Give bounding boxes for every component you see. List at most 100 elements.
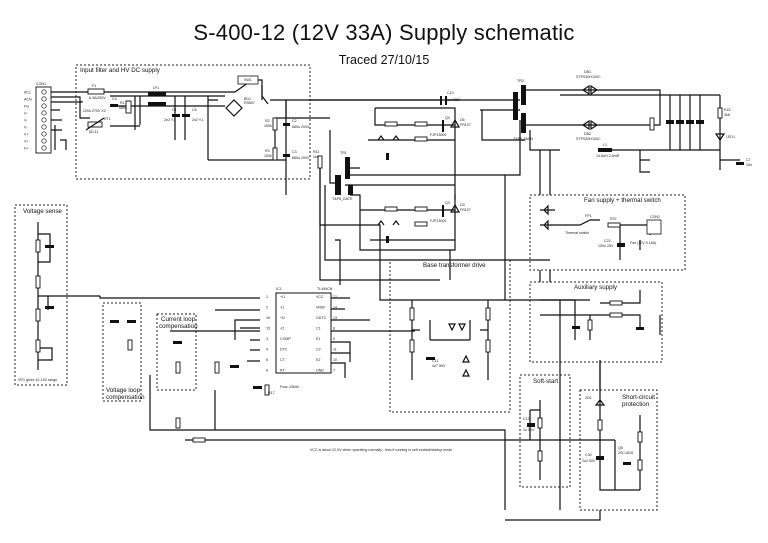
svg-text:RT1: RT1 bbox=[104, 117, 111, 121]
svg-text:5D-11: 5D-11 bbox=[89, 130, 99, 134]
svg-text:2n2 Y1: 2n2 Y1 bbox=[192, 118, 203, 122]
ic-pin-label: -I2 bbox=[280, 327, 284, 331]
diode-pair-db2: DB2 STPS30H100C bbox=[576, 119, 601, 141]
con1-pin-label: V+ bbox=[24, 147, 29, 151]
svg-text:R37: R37 bbox=[610, 217, 617, 221]
ic-pin-number: 9 bbox=[333, 337, 335, 341]
svg-text:150k: 150k bbox=[264, 154, 272, 158]
capacitor-c2: C2 680u 200V bbox=[283, 119, 310, 129]
svg-text:TR1: TR1 bbox=[340, 151, 347, 155]
capacitor-c3: C3 680u 200V bbox=[283, 150, 310, 160]
svg-text:C7: C7 bbox=[746, 158, 751, 162]
svg-text:C2: C2 bbox=[292, 119, 297, 123]
svg-text:C12: C12 bbox=[523, 417, 530, 421]
svg-text:C6: C6 bbox=[192, 108, 197, 112]
capacitor-c10: C10 1u 400V bbox=[440, 91, 461, 105]
voltage-loop-label-2: compensation bbox=[106, 394, 145, 401]
ic-pin-number: 1 bbox=[266, 295, 268, 299]
svg-text:680k: 680k bbox=[119, 106, 127, 110]
fuse-f1: F1 6.3A/250V bbox=[87, 84, 106, 100]
resistor-r11: R11 1k5 bbox=[313, 150, 323, 169]
thermistor-rt1: RT1 5D-11 bbox=[85, 117, 111, 134]
svg-text:L1: L1 bbox=[603, 143, 607, 147]
svg-text:R3: R3 bbox=[265, 149, 270, 153]
svg-text:D3: D3 bbox=[460, 203, 465, 207]
con1-pin-label: FG bbox=[24, 105, 29, 109]
svg-text:680u 200V: 680u 200V bbox=[292, 156, 310, 160]
svg-text:C10: C10 bbox=[447, 91, 454, 95]
con1-pin bbox=[41, 103, 47, 109]
gate-resistors-lower bbox=[377, 206, 428, 243]
current-loop-label-2: compensation bbox=[159, 323, 198, 330]
svg-text:T&P8_MAIN: T&P8_MAIN bbox=[513, 137, 533, 141]
ic-pin-number: 6 bbox=[266, 369, 268, 373]
con1-pin-label: V+ bbox=[24, 133, 29, 137]
con1-pin bbox=[41, 138, 47, 144]
svg-text:C1: C1 bbox=[172, 108, 177, 112]
short-circuit-label-1: Short-circuit bbox=[622, 394, 655, 401]
svg-text:Q4: Q4 bbox=[445, 116, 450, 120]
ic-pin-label: VCC bbox=[316, 295, 324, 299]
con1-pin-label: ACL bbox=[24, 91, 31, 95]
svg-text:Q5: Q5 bbox=[618, 446, 623, 450]
svg-text:2n2 Y1: 2n2 Y1 bbox=[164, 118, 175, 122]
gate-resistors-upper bbox=[377, 121, 428, 160]
svg-text:R17: R17 bbox=[268, 391, 275, 395]
svg-text:R11: R11 bbox=[313, 150, 319, 154]
transistor-q3: Q3 FJP13009 bbox=[430, 201, 450, 223]
ic-pin-number: 7 bbox=[333, 369, 335, 373]
con1-pin-label: V- bbox=[24, 112, 28, 116]
resistor-r42: R42 3k8 bbox=[717, 107, 731, 119]
svg-text:TL494CN: TL494CN bbox=[317, 287, 333, 291]
block-voltage-sense bbox=[14, 204, 68, 386]
transistor-q4: Q4 FJP13009 bbox=[430, 116, 450, 137]
con1-pin bbox=[41, 89, 47, 95]
svg-text:CON2: CON2 bbox=[650, 215, 660, 219]
svg-text:150k: 150k bbox=[264, 124, 272, 128]
svg-text:680u 200V: 680u 200V bbox=[292, 125, 310, 129]
footnote: VCC is about 22-5V when operating normal… bbox=[310, 448, 452, 452]
svg-text:LF1: LF1 bbox=[153, 86, 159, 90]
svg-text:FJP13009: FJP13009 bbox=[430, 133, 446, 137]
ic-pin-number: 10 bbox=[333, 358, 337, 362]
svg-text:RS607: RS607 bbox=[244, 101, 255, 105]
svg-text:D6: D6 bbox=[460, 118, 465, 122]
half-bridge-wiring bbox=[310, 99, 590, 301]
svg-text:C3: C3 bbox=[292, 150, 297, 154]
inductor-l1: L1 14.5uH 2.3mR bbox=[596, 143, 620, 158]
ic-pin-label: COMP bbox=[280, 337, 291, 341]
aux-components bbox=[540, 290, 661, 340]
fan-components: FP1 Thermal switch CON2 Fan (12V 0.15A) … bbox=[540, 204, 662, 260]
svg-text:FP1: FP1 bbox=[585, 214, 592, 218]
short-circuit-label-2: protection bbox=[622, 401, 650, 408]
svg-text:CON1: CON1 bbox=[36, 82, 46, 86]
ic-pin-label: -I1 bbox=[280, 306, 284, 310]
output-capacitors bbox=[649, 117, 704, 131]
led-led1: LED1 bbox=[714, 133, 735, 142]
con1-pin-label: V- bbox=[24, 119, 28, 123]
svg-text:Q3: Q3 bbox=[445, 201, 450, 205]
capacitor-c7: C7 10n bbox=[736, 158, 752, 167]
svg-text:1u 400V: 1u 400V bbox=[447, 98, 461, 102]
svg-text:IC1: IC1 bbox=[276, 287, 282, 291]
svg-text:C30: C30 bbox=[585, 453, 592, 457]
svg-text:T&P8_GATE: T&P8_GATE bbox=[332, 197, 353, 201]
ic-pin-number: 8 bbox=[333, 327, 335, 331]
svg-text:F1: F1 bbox=[92, 84, 96, 88]
svg-text:DB1: DB1 bbox=[584, 70, 591, 74]
voltage-sense-wiring bbox=[35, 222, 100, 370]
ic-wiring bbox=[99, 239, 506, 510]
ic-pin-number: 5 bbox=[266, 358, 268, 362]
svg-text:2SC1815: 2SC1815 bbox=[618, 451, 633, 455]
ic-pin-number: 16 bbox=[266, 316, 270, 320]
schematic-title: S-400-12 (12V 33A) Supply schematic bbox=[193, 20, 575, 45]
svg-text:14.5uH 2.3mR: 14.5uH 2.3mR bbox=[596, 154, 620, 158]
block-soft-start bbox=[519, 374, 571, 488]
svg-text:C11: C11 bbox=[432, 359, 438, 363]
svg-text:Fosc 43kHz: Fosc 43kHz bbox=[280, 385, 299, 389]
block-soft-start-label: Soft-start bbox=[533, 378, 558, 385]
transformer-tr2: TR2 T&P8_MAIN bbox=[513, 79, 533, 141]
diode-d6: D6 FR107 bbox=[449, 118, 471, 128]
diode-pair-db1: DB1 STPS30H100C bbox=[576, 70, 601, 96]
